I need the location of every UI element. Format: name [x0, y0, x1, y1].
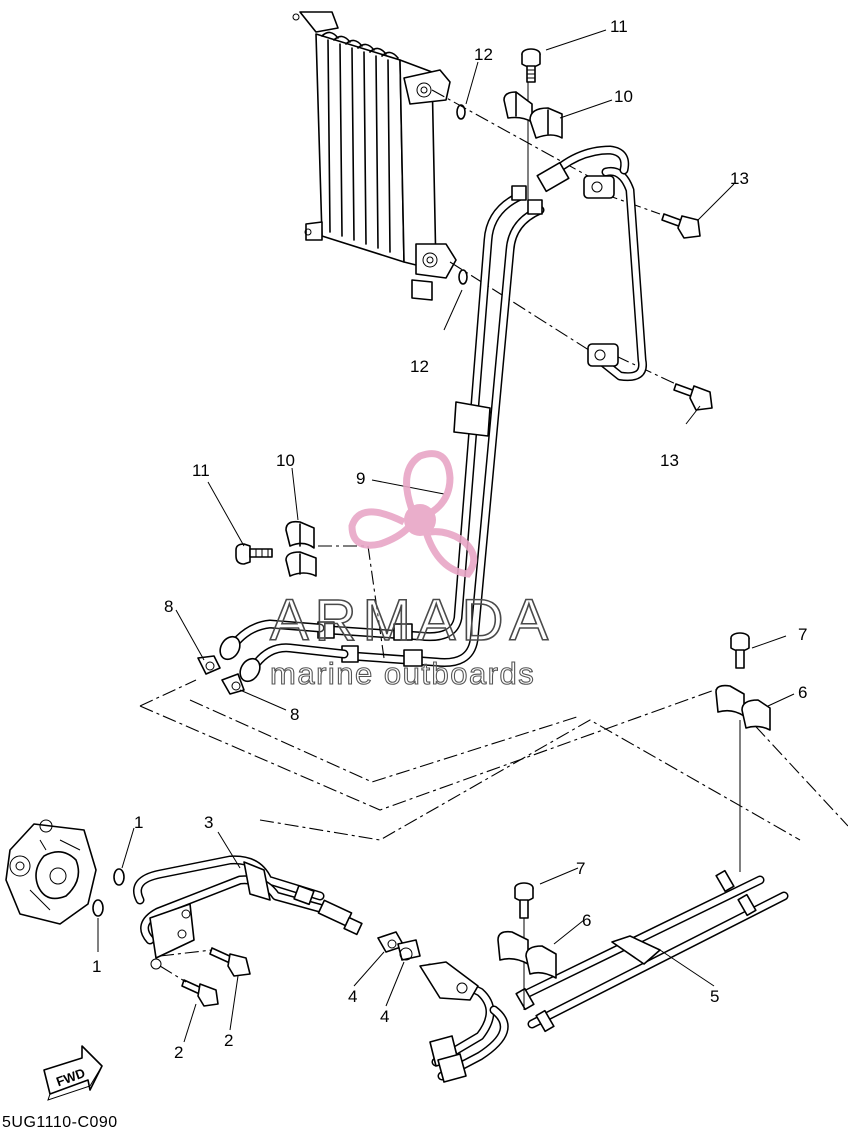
hose-assembly-5 [419, 869, 789, 1083]
clamp-6-lower [497, 930, 557, 979]
pump-housing [5, 819, 97, 925]
callout-3: 3 [204, 813, 213, 832]
bolt-13-lower [673, 383, 713, 411]
bolt-7-lower [514, 882, 534, 919]
clip-4-lower [397, 939, 421, 961]
callout-11-upper: 11 [610, 17, 628, 36]
oil-cooler [292, 11, 457, 301]
o-ring-12-upper [456, 104, 466, 120]
callout-13-upper: 13 [730, 169, 749, 188]
callout-5: 5 [710, 987, 719, 1006]
clamp-6-upper [715, 684, 771, 731]
pipe-3 [133, 855, 363, 970]
clip-8-upper [197, 655, 221, 675]
callout-1-upper: 1 [134, 813, 143, 832]
callout-10-upper: 10 [614, 87, 633, 106]
callout-9: 9 [356, 469, 365, 488]
watermark-tagline: marine outboards [270, 656, 535, 691]
callout-labels: 11 12 10 13 12 13 9 11 10 8 8 7 6 1 3 1 … [92, 17, 807, 1062]
callout-8-upper: 8 [164, 597, 173, 616]
diagram-code: 5UG1110-C090 [2, 1114, 118, 1131]
fwd-arrow-icon: FWD [43, 1045, 103, 1101]
o-ring-1-upper [113, 868, 125, 886]
clip-8-lower [221, 673, 245, 695]
callout-10-lower: 10 [276, 451, 295, 470]
hose-ends-mid [219, 619, 349, 683]
callout-8-lower: 8 [290, 705, 299, 724]
watermark-brand: ARMADA [270, 588, 554, 653]
bolt-2-right [209, 947, 251, 977]
callout-7-lower: 7 [576, 859, 585, 878]
bolt-2-left [181, 979, 219, 1007]
callout-2-left: 2 [174, 1043, 183, 1062]
leader-lines [97, 29, 795, 1043]
hose-assembly-9 [317, 145, 648, 668]
callout-4-left: 4 [348, 987, 357, 1006]
bolt-11-lower [235, 543, 273, 565]
callout-2-right: 2 [224, 1031, 233, 1050]
callout-7-upper: 7 [798, 625, 807, 644]
callout-12-upper: 12 [474, 45, 493, 64]
bolt-11-upper [521, 48, 541, 83]
o-ring-1-lower [92, 899, 104, 917]
callout-1-lower: 1 [92, 957, 101, 976]
callout-6-upper: 6 [798, 683, 807, 702]
bolt-13-upper [661, 213, 701, 239]
callout-6-lower: 6 [582, 911, 591, 930]
callout-13-lower: 13 [660, 451, 679, 470]
callout-11-lower: 11 [192, 461, 210, 480]
callout-12-lower: 12 [410, 357, 429, 376]
watermark-propeller-logo [348, 450, 478, 578]
clamp-10-lower [285, 520, 317, 577]
bolt-7-upper [730, 632, 750, 669]
callout-4-right: 4 [380, 1007, 389, 1026]
clamp-10-upper [503, 91, 563, 139]
o-ring-12-lower [458, 269, 468, 285]
